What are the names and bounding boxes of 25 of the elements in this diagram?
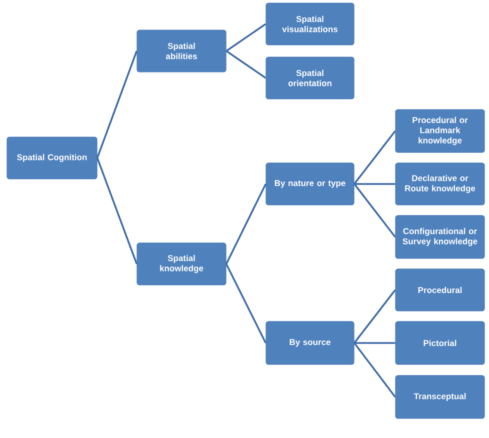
process-box: Declarative or Route knowledge — [395, 162, 485, 206]
connector-line — [226, 264, 266, 344]
connector-line — [96, 158, 138, 264]
process-box: By source — [266, 321, 354, 365]
process-box: Spatial Cognition — [6, 136, 98, 180]
connector-line — [226, 23, 266, 52]
process-box: Spatial orientation — [266, 56, 354, 100]
connector-line — [354, 130, 396, 185]
connector-line — [354, 342, 396, 344]
process-box: Procedural — [395, 268, 485, 312]
connector-line — [354, 289, 396, 344]
process-box: By nature or type — [266, 162, 354, 206]
connector-line — [96, 50, 138, 158]
process-box: Spatial visualizations — [266, 2, 354, 46]
process-box: Spatial abilities — [136, 30, 226, 72]
connector-line — [226, 184, 267, 264]
process-box: Transceptual — [395, 375, 485, 419]
process-box: Procedural or Landmark knowledge — [395, 109, 485, 153]
process-box: Configurational or Survey knowledge — [395, 215, 485, 259]
connector-line — [354, 183, 396, 185]
connector-line — [354, 342, 396, 398]
connector-line — [226, 50, 266, 79]
connector-line — [354, 183, 396, 238]
process-box: Spatial knowledge — [136, 242, 226, 286]
process-box: Pictorial — [395, 321, 485, 365]
